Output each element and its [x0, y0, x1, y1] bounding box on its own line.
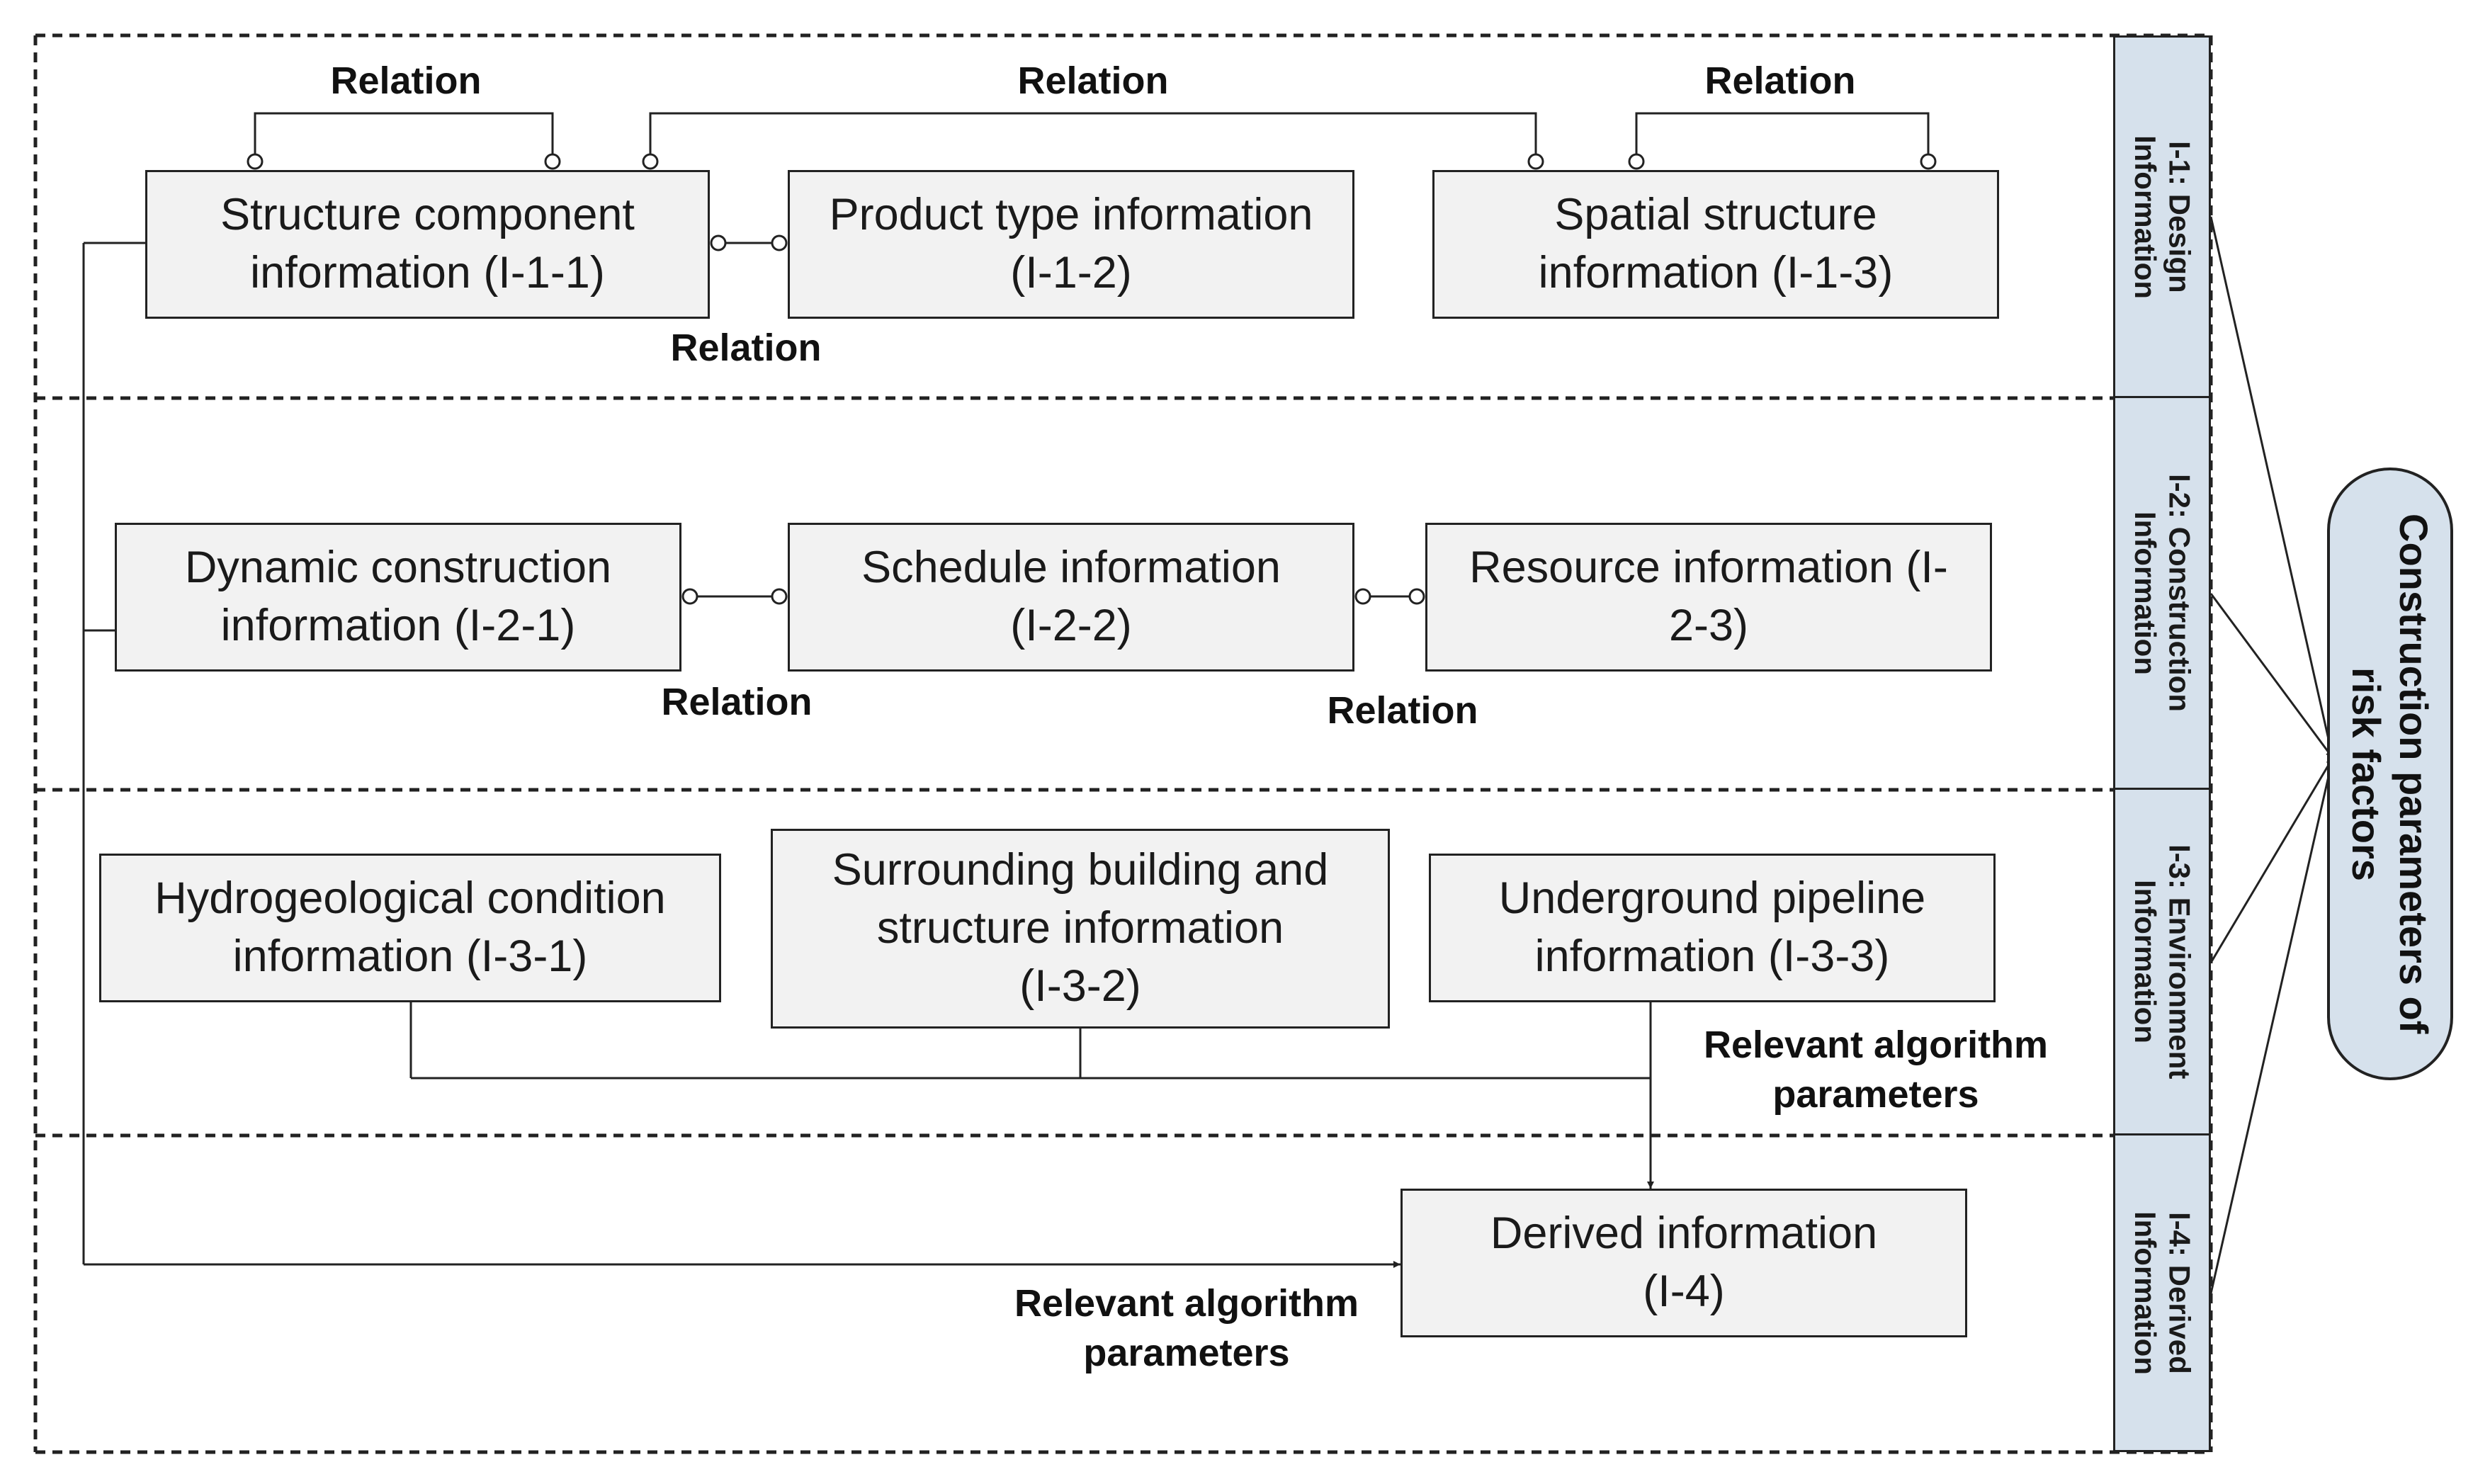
relation-bracket-structure-spatial	[649, 112, 1537, 162]
relation-bracket-structure	[254, 112, 554, 162]
relation-endpoint-icon	[1408, 588, 1425, 605]
relation-endpoint-icon	[771, 234, 788, 251]
relation-label-6: Relation	[1327, 689, 1478, 732]
box-product-type: Product type information(I-1-2)	[788, 170, 1354, 319]
relation-endpoint-icon	[681, 588, 698, 605]
relation-label-3: Relation	[1704, 60, 1856, 102]
relation-label-1: Relation	[330, 60, 482, 102]
relation-endpoint-icon	[247, 153, 264, 170]
relation-endpoint-icon	[1354, 588, 1371, 605]
arrow-section-to-target-2	[2209, 593, 2334, 759]
box-resource: Resource information (I-2-3)	[1425, 523, 1992, 672]
relation-endpoint-icon	[1628, 153, 1645, 170]
box-derived: Derived information(I-4)	[1400, 1189, 1967, 1337]
arrow-section-to-target-3	[2209, 757, 2334, 963]
arrow-section-to-target-4	[2209, 757, 2335, 1294]
relation-bracket-spatial	[1635, 112, 1930, 162]
arrow-section-to-target-1	[2209, 216, 2335, 759]
relation-endpoint-icon	[1527, 153, 1544, 170]
relation-endpoint-icon	[710, 234, 727, 251]
relation-endpoint-icon	[642, 153, 659, 170]
relation-endpoint-icon	[771, 588, 788, 605]
relation-label-2: Relation	[1017, 60, 1169, 102]
relation-endpoint-icon	[544, 153, 561, 170]
relation-label-5: Relation	[661, 681, 813, 723]
relation-endpoint-icon	[1920, 153, 1937, 170]
relation-label-4: Relation	[670, 327, 822, 369]
box-schedule: Schedule information(I-2-2)	[788, 523, 1354, 672]
